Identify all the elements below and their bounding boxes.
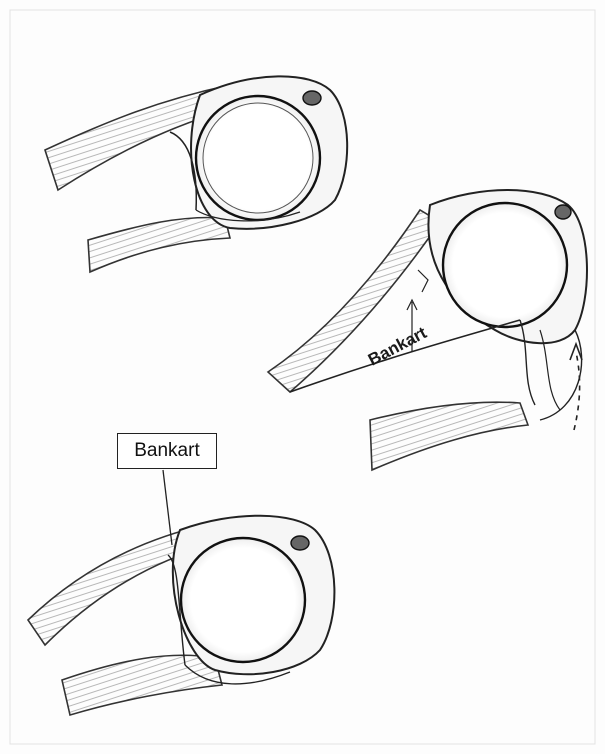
middle-lower-muscle (370, 402, 528, 470)
bottom-labrum (291, 536, 309, 550)
bottom-humeral-head (181, 538, 305, 662)
top-lower-muscle (88, 217, 230, 272)
top-labrum (303, 91, 321, 105)
middle-label: Bankart (365, 323, 430, 370)
middle-humeral-head (443, 203, 567, 327)
bankart-label-box: Bankart (117, 433, 217, 469)
bottom-shoulder-figure (28, 470, 334, 715)
middle-labrum (555, 205, 571, 219)
middle-upper-muscle (268, 210, 440, 392)
top-shoulder-figure (45, 76, 347, 272)
middle-shoulder-figure: Bankart (268, 190, 587, 470)
top-humeral-head (196, 96, 320, 220)
bottom-lower-muscle (62, 655, 222, 715)
bankart-pointer (163, 470, 172, 545)
